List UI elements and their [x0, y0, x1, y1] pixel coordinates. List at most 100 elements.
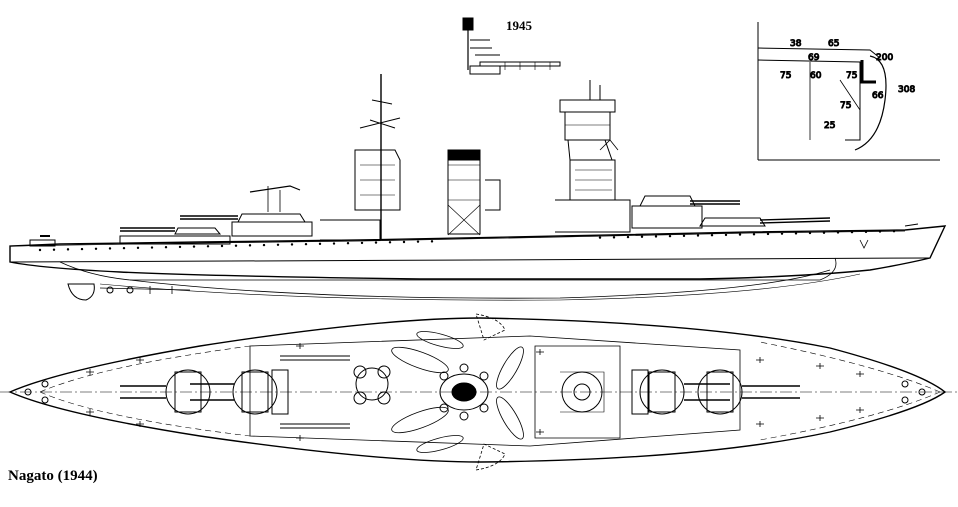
porthole — [654, 235, 658, 238]
porthole — [724, 233, 728, 237]
porthole — [626, 235, 630, 239]
figure-caption: Nagato (1944) — [8, 468, 98, 484]
turret-3-plan — [190, 369, 289, 415]
armour-label-9: 75 — [840, 101, 851, 111]
porthole — [416, 240, 420, 243]
deck-fitting — [536, 349, 544, 355]
porthole — [752, 233, 756, 236]
funnel — [447, 149, 501, 236]
porthole — [850, 230, 854, 234]
porthole — [290, 243, 294, 246]
porthole — [192, 245, 196, 248]
porthole — [38, 248, 42, 252]
porthole — [248, 244, 252, 247]
turret-1-plan — [697, 369, 800, 415]
main-mast — [320, 74, 401, 241]
porthole — [220, 244, 224, 248]
hull-outline — [9, 225, 947, 280]
porthole — [80, 247, 84, 251]
armour-label-3: 69 — [808, 53, 820, 63]
porthole — [402, 240, 406, 244]
deck-fitting — [296, 343, 304, 349]
porthole — [780, 232, 784, 235]
porthole — [178, 245, 182, 249]
porthole — [94, 247, 98, 250]
porthole — [668, 234, 672, 238]
porthole — [696, 234, 700, 237]
porthole — [164, 246, 168, 249]
rudder — [67, 283, 95, 301]
porthole — [766, 232, 770, 236]
porthole — [346, 242, 350, 245]
armour-label-8: 66 — [872, 91, 884, 101]
deck-fitting — [816, 415, 824, 421]
deck-fitting — [136, 357, 144, 363]
porthole — [598, 236, 602, 239]
armour-label-6: 75 — [846, 71, 857, 81]
porthole — [66, 248, 70, 251]
deck-fitting — [86, 409, 94, 415]
porthole — [374, 241, 378, 244]
turret-4-plan — [120, 369, 211, 415]
porthole — [864, 230, 868, 234]
turret-2-side — [639, 195, 696, 207]
deck-fitting — [856, 407, 864, 413]
porthole — [150, 246, 154, 249]
funnel-plan — [439, 363, 489, 421]
pagoda-mast — [555, 80, 631, 233]
porthole — [822, 231, 826, 234]
stern-deckhouse — [119, 235, 231, 245]
inset-1945-mast — [462, 17, 561, 75]
inset-year-label: 1945 — [506, 18, 532, 33]
deck-fitting — [816, 363, 824, 369]
porthole — [710, 234, 714, 237]
deck-fitting — [296, 435, 304, 441]
turret-3-side — [237, 213, 306, 223]
porthole — [808, 231, 812, 235]
porthole — [276, 243, 280, 246]
plan-view — [0, 313, 958, 471]
armour-label-1: 65 — [828, 39, 839, 49]
armour-label-2: 200 — [876, 53, 893, 63]
turret-4-side — [174, 227, 222, 235]
porthole — [318, 242, 322, 246]
bridge-plan — [534, 345, 621, 439]
porthole — [738, 233, 742, 236]
porthole — [52, 248, 56, 251]
deck-fitting — [86, 369, 94, 375]
porthole — [262, 243, 266, 247]
porthole — [304, 242, 308, 246]
porthole — [122, 246, 126, 250]
porthole — [430, 240, 434, 243]
porthole — [388, 241, 392, 244]
armour-label-0: 38 — [790, 39, 802, 49]
armour-label-4: 75 — [780, 71, 791, 81]
deck-fitting — [136, 421, 144, 427]
porthole — [612, 236, 616, 239]
deck-fittings — [86, 343, 864, 441]
boats-plan — [391, 331, 524, 453]
porthole — [640, 235, 644, 238]
armour-label-7: 308 — [898, 85, 915, 95]
porthole — [836, 231, 840, 234]
deck-fitting — [756, 421, 764, 427]
porthole — [332, 242, 336, 245]
main-mast-plan — [280, 355, 391, 429]
porthole — [108, 247, 112, 250]
plan-hull-outline — [8, 317, 947, 463]
porthole — [878, 230, 882, 233]
porthole — [206, 245, 210, 248]
porthole — [360, 241, 364, 245]
armour-label-10: 25 — [824, 121, 835, 131]
porthole — [682, 234, 686, 238]
deck-fitting — [856, 371, 864, 377]
porthole — [136, 246, 140, 250]
armour-label-5: 60 — [810, 71, 822, 81]
armour-section: 38 65 200 69 75 60 75 308 66 75 25 — [757, 22, 940, 161]
anchor — [859, 239, 869, 249]
turret-1-side — [699, 217, 766, 227]
porthole — [234, 244, 238, 247]
portholes — [38, 230, 896, 252]
